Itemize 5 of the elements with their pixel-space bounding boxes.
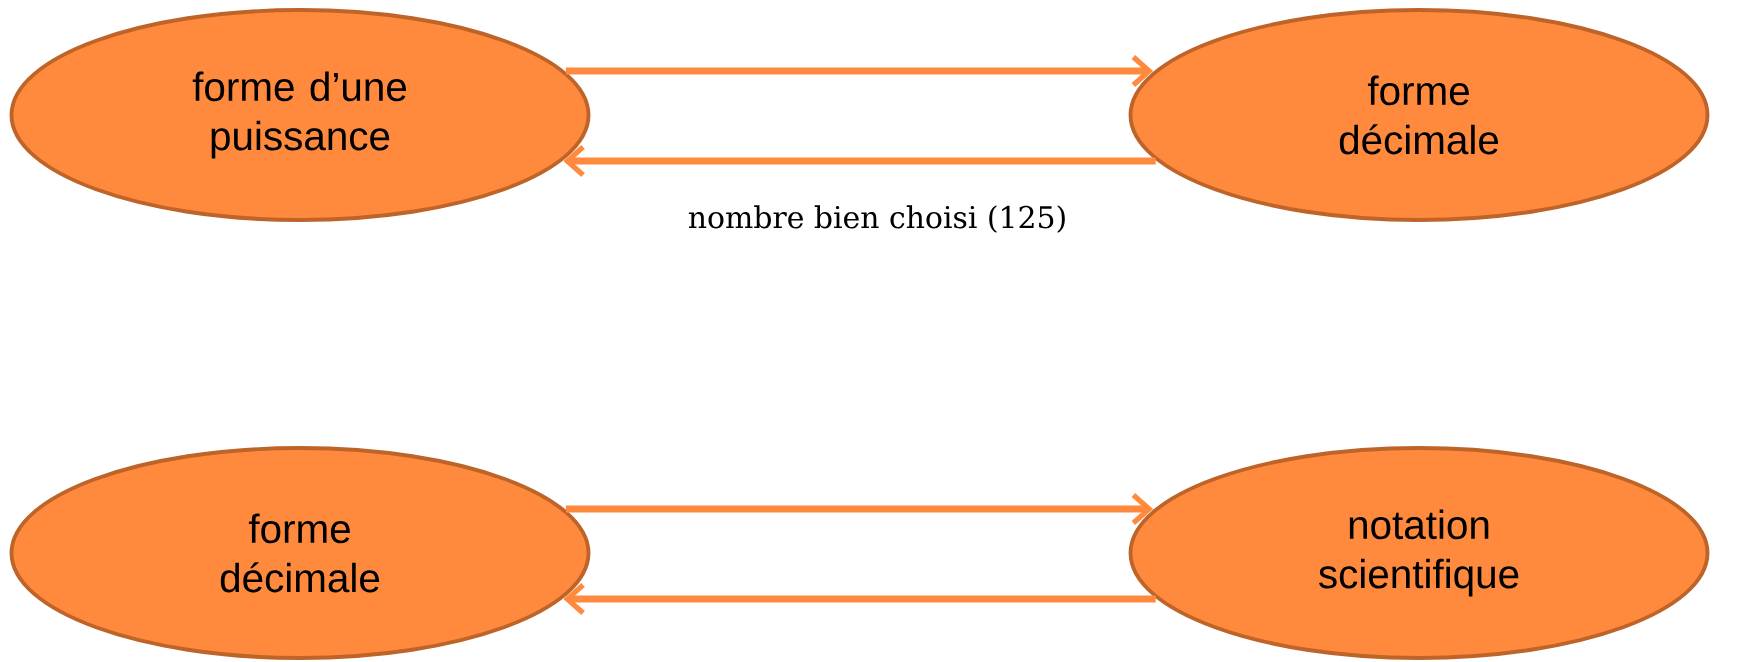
arrow bbox=[563, 144, 1156, 178]
edge-label: nombre bien choisi (125) bbox=[688, 205, 1065, 233]
arrow bbox=[565, 492, 1154, 526]
arrow bbox=[565, 54, 1154, 88]
arrow bbox=[563, 583, 1156, 616]
